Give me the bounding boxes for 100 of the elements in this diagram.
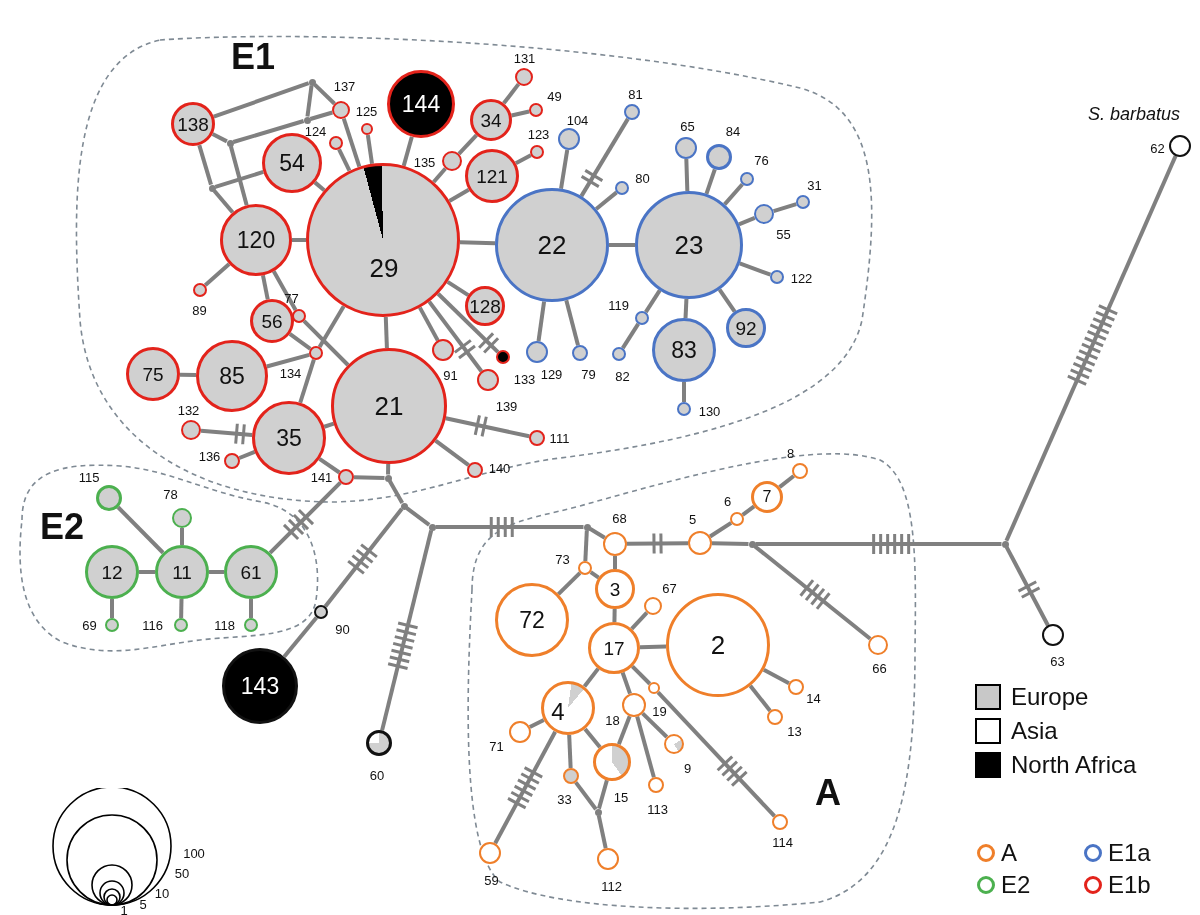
- network-line: [139, 570, 155, 574]
- haplotype-number: 122: [790, 271, 813, 284]
- cluster-label: E2: [40, 509, 84, 545]
- junction-dot: [303, 116, 311, 124]
- network-line: [110, 599, 114, 618]
- network-line: [232, 119, 305, 144]
- network-line: [1004, 546, 1050, 627]
- network-line: [684, 158, 690, 192]
- haplotype-number: 78: [163, 487, 178, 500]
- network-line: [739, 261, 772, 277]
- haplotype-number: 68: [612, 511, 627, 524]
- haplotype-number: 60: [369, 768, 385, 782]
- scale-label: 5: [139, 897, 147, 911]
- haplotype-number: 82: [615, 369, 630, 382]
- haplotype-number: 120: [236, 228, 276, 252]
- network-line: [620, 671, 632, 695]
- haplotype-number: 75: [142, 364, 164, 384]
- network-line: [616, 715, 632, 745]
- network-line: [748, 684, 772, 712]
- network-line: [353, 475, 385, 480]
- haplotype-number: 6: [723, 494, 732, 507]
- network-line: [380, 529, 434, 731]
- haplotype-circle: [465, 149, 519, 203]
- haplotype-number: 79: [581, 367, 596, 380]
- network-line: [1004, 155, 1178, 542]
- haplotype-number: 91: [443, 368, 458, 381]
- haplotype-number: 67: [662, 581, 677, 594]
- haplotype-number: 61: [240, 562, 262, 582]
- haplotype-number: 59: [484, 873, 499, 886]
- haplotype-number: 129: [540, 367, 563, 380]
- network-line: [341, 117, 362, 168]
- network-line: [446, 280, 470, 297]
- haplotype-circle: [220, 204, 292, 276]
- network-line: [641, 711, 669, 739]
- haplotype-number: 84: [725, 124, 741, 138]
- haplotype-circle: [470, 99, 512, 141]
- network-line: [709, 521, 733, 539]
- network-line: [318, 457, 341, 475]
- haplotype-circle: [224, 545, 278, 599]
- network-line: [682, 382, 686, 402]
- network-line: [197, 144, 213, 186]
- haplotype-number: 17: [603, 638, 625, 658]
- network-line: [583, 727, 602, 749]
- network-line: [386, 463, 391, 475]
- haplotype-circle: [252, 401, 326, 475]
- scale-label: 1: [120, 903, 128, 915]
- haplotype-number: 92: [735, 318, 757, 338]
- network-line: [200, 428, 253, 437]
- haplotype-number: 144: [401, 92, 441, 116]
- haplotype-circle: [726, 308, 766, 348]
- haplotype-number: 137: [333, 79, 356, 92]
- network-line: [405, 506, 431, 527]
- network-line: [644, 289, 662, 314]
- haplotype-number: 65: [680, 119, 695, 132]
- junction-dot: [748, 540, 756, 548]
- haplotype-number: 31: [807, 178, 822, 191]
- network-line: [741, 504, 756, 517]
- haplotype-number: 5: [688, 512, 697, 525]
- network-line: [418, 306, 440, 342]
- haplotype-number: 29: [369, 255, 399, 281]
- haplotype-number: 21: [374, 393, 404, 419]
- network-line: [180, 528, 184, 545]
- haplotype-number: 66: [872, 661, 887, 674]
- haplotype-number: 22: [537, 232, 567, 258]
- network-line: [564, 299, 580, 346]
- network-line: [772, 202, 797, 213]
- junction-dot: [1001, 540, 1009, 548]
- network-line: [559, 149, 570, 190]
- haplotype-number: 104: [566, 113, 589, 126]
- junction-dot: [308, 78, 316, 86]
- haplotype-circle: [85, 545, 139, 599]
- network-line: [753, 544, 872, 641]
- network-line: [711, 541, 749, 546]
- network-line: [621, 322, 640, 350]
- network-line: [626, 541, 689, 546]
- network-line: [434, 439, 470, 467]
- network-line: [261, 274, 270, 300]
- haplotype-number: 18: [605, 713, 620, 726]
- haplotype-number: 3: [609, 579, 621, 599]
- haplotype-number: 55: [776, 227, 791, 240]
- haplotype-number: 2: [710, 632, 726, 658]
- haplotype-number: 125: [355, 104, 378, 117]
- haplotype-circle: [588, 622, 640, 674]
- haplotype-number: 132: [177, 403, 200, 416]
- network-line: [502, 82, 521, 105]
- cluster-label: A: [815, 775, 841, 811]
- network-line: [511, 109, 530, 118]
- network-line: [574, 781, 598, 811]
- network-line: [583, 530, 589, 562]
- haplotype-number: 13: [787, 724, 802, 737]
- network-line: [212, 189, 235, 214]
- network-line: [717, 288, 737, 313]
- haplotype-number: 135: [413, 155, 436, 168]
- haplotype-number: 81: [628, 87, 643, 100]
- haplotype-number: 131: [513, 51, 536, 64]
- haplotype-circle: [541, 681, 595, 735]
- haplotype-number: 34: [480, 110, 502, 130]
- scale-label: 100: [183, 846, 205, 860]
- haplotype-number: 12: [101, 562, 123, 582]
- network-line: [579, 117, 630, 198]
